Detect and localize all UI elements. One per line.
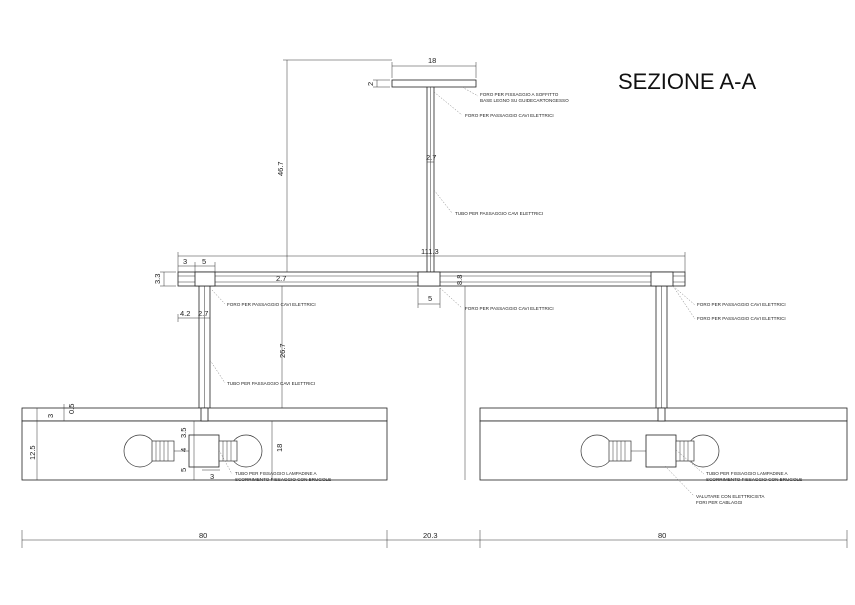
dim-shade-height: 12.5 bbox=[28, 445, 37, 460]
note-center-bar-hole: FORO PER PASSAGGIO CAVI ELETTRICI bbox=[465, 306, 554, 311]
right-bulb-1 bbox=[580, 434, 646, 468]
left-pendant bbox=[21, 286, 388, 481]
dim-left-stem-42: 4.2 bbox=[180, 309, 190, 318]
bar-center-block bbox=[417, 271, 441, 287]
dim-socket-4: 4 bbox=[179, 448, 188, 452]
left-socket-block bbox=[188, 434, 220, 468]
dim-width-right: 80 bbox=[658, 531, 666, 540]
dim-stem-diameter: 2.7 bbox=[426, 153, 436, 162]
right-pendant bbox=[479, 286, 848, 481]
horizontal-bar bbox=[177, 271, 686, 287]
dim-center-block-88: 8.8 bbox=[455, 275, 464, 285]
ceiling-plate bbox=[391, 79, 477, 88]
dim-height-18: 18 bbox=[275, 444, 284, 452]
right-bulb-2 bbox=[675, 434, 720, 468]
right-socket-block bbox=[645, 434, 677, 468]
dim-socket-5: 5 bbox=[179, 468, 188, 472]
dimension-texts: 18 2 2.7 46.7 111.3 3 5 3.3 2.7 8.8 5 4.… bbox=[28, 56, 666, 540]
drawing-title: SEZIONE A-A bbox=[618, 69, 756, 94]
note-stem-tube: TUBO PER PASSAGGIO CAVI ELETTRICI bbox=[455, 211, 543, 216]
dim-bar-length: 111.3 bbox=[421, 247, 439, 256]
dim-ceiling-plate-width: 18 bbox=[428, 56, 436, 65]
annotation-notes: FORO PER FISSAGGIO A SOFFITTO BASE LEGNO… bbox=[227, 92, 802, 505]
dim-left-stem-27: 2.7 bbox=[198, 309, 208, 318]
right-shade-slot bbox=[657, 407, 666, 422]
dim-width-left: 80 bbox=[199, 531, 207, 540]
note-right-lamp-tube-1: TUBO PER FISSAGGIO LAMPADINE A bbox=[706, 471, 789, 476]
ceiling-mount bbox=[391, 79, 477, 272]
bar-left-block bbox=[194, 271, 216, 287]
dim-bar-end-5: 5 bbox=[202, 257, 206, 266]
dim-pendant-drop: 26.7 bbox=[278, 343, 287, 358]
dim-bar-inner-27: 2.7 bbox=[276, 274, 286, 283]
left-bulb-2 bbox=[218, 434, 263, 468]
dim-ceiling-plate-height: 2 bbox=[366, 82, 375, 86]
dim-shade-top-05: 0.5 bbox=[67, 404, 76, 414]
dim-socket-35: 3.5 bbox=[179, 428, 188, 438]
dim-bar-height: 3.3 bbox=[153, 274, 162, 284]
bar-right-block bbox=[650, 271, 674, 287]
note-electrician-2: FORI PER CABLAGGI bbox=[696, 500, 742, 505]
note-ceiling-hole-2: BASE LEGNO SU GUIDECARTONGESSO bbox=[480, 98, 569, 103]
note-left-lamp-tube-2: SCORRIMENTO FISSAGGIO CON BRUGOLE bbox=[235, 477, 331, 482]
note-right-bar-hole-2: FORO PER PASSAGGIO CAVI ELETTRICI bbox=[697, 316, 786, 321]
note-right-lamp-tube-2: SCORRIMENTO FISSAGGIO CON BRUGOLE bbox=[706, 477, 802, 482]
dim-width-gap: 20.3 bbox=[423, 531, 438, 540]
left-shade-slot bbox=[200, 407, 209, 422]
left-bulb-1 bbox=[123, 434, 189, 468]
note-left-tube: TUBO PER PASSAGGIO CAVI ELETTRICI bbox=[227, 381, 315, 386]
note-right-bar-hole-1: FORO PER PASSAGGIO CAVI ELETTRICI bbox=[697, 302, 786, 307]
note-electrician-1: VALUTARE CON ELETTRICISTA bbox=[696, 494, 765, 499]
dim-shade-top-3: 3 bbox=[46, 414, 55, 418]
note-stem-cable-hole: FORO PER PASSAGGIO CAVI ELETTRICI bbox=[465, 113, 554, 118]
dim-ceiling-drop: 46.7 bbox=[276, 161, 285, 176]
leader-lines bbox=[209, 86, 705, 497]
note-left-bar-hole: FORO PER PASSAGGIO CAVI ELETTRICI bbox=[227, 302, 316, 307]
dimension-lines bbox=[21, 59, 848, 548]
dim-socket-3: 3 bbox=[210, 472, 214, 481]
dim-center-block-5: 5 bbox=[428, 294, 432, 303]
dim-bar-end-3: 3 bbox=[183, 257, 187, 266]
note-left-lamp-tube-1: TUBO PER FISSAGGIO LAMPADINE A bbox=[235, 471, 318, 476]
note-ceiling-hole-1: FORO PER FISSAGGIO A SOFFITTO bbox=[480, 92, 559, 97]
